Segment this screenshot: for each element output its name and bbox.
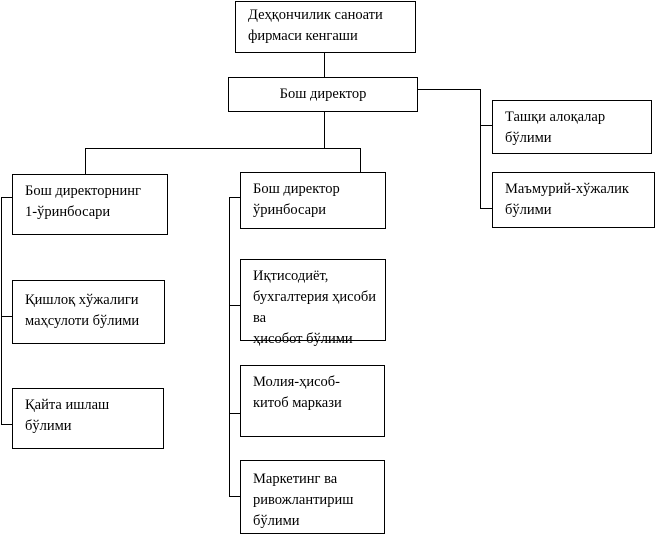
processing-box: Қайта ишлаш бўлими (12, 388, 164, 449)
box-line: Бош директор (279, 86, 367, 102)
box-line: Молия-ҳисоб- (253, 374, 340, 390)
box-line: бўлими (253, 513, 300, 529)
connector (229, 413, 240, 414)
first-deputy-box: Бош директорнинг 1-ўринбосари (12, 174, 168, 235)
finance-center-box: Молия-ҳисоб- китоб маркази (240, 365, 385, 437)
agri-products-box: Қишлоқ хўжалиги маҳсулоти бўлими (12, 280, 165, 344)
box-line: Бош директорнинг (25, 183, 141, 199)
box-line: маҳсулоти бўлими (25, 313, 140, 329)
box-line: Қишлоқ хўжалиги (25, 292, 139, 308)
box-line: Иқтисодиёт, (253, 268, 329, 284)
box-line: бўлими (25, 418, 72, 434)
connector (480, 125, 492, 126)
box-line: китоб маркази (253, 395, 342, 411)
connector (1, 424, 13, 425)
connector (324, 52, 325, 77)
connector (229, 197, 240, 198)
box-line: бухгалтерия ҳисоби ва (253, 289, 376, 326)
connector (360, 148, 361, 172)
box-line: Деҳқончилик саноати (248, 7, 383, 23)
box-line: Қайта ишлаш (25, 397, 110, 413)
box-line: ҳисобот бўлими (253, 331, 353, 347)
box-line: ўринбосари (253, 202, 327, 218)
director-box: Бош директор (228, 77, 418, 112)
connector (229, 305, 240, 306)
connector (85, 148, 361, 149)
box-line: бўлими (505, 130, 552, 146)
deputy-box: Бош директор ўринбосари (240, 172, 386, 229)
box-line: бўлими (505, 202, 552, 218)
box-line: Бош директор (253, 181, 340, 197)
box-line: Ташқи алоқалар (505, 109, 606, 125)
council-box: Деҳқончилик саноати фирмаси кенгаши (235, 1, 416, 53)
connector (229, 197, 230, 497)
box-line: фирмаси кенгаши (248, 28, 358, 44)
admin-box: Маъмурий-хўжалик бўлими (492, 172, 655, 228)
foreign-relations-box: Ташқи алоқалар бўлими (492, 100, 652, 154)
connector (229, 496, 240, 497)
connector (417, 89, 480, 90)
economics-box: Иқтисодиёт, бухгалтерия ҳисоби ва ҳисобо… (240, 259, 386, 347)
connector (480, 89, 481, 209)
marketing-box: Маркетинг ва ривожлантириш бўлими (240, 460, 385, 534)
box-line: Маъмурий-хўжалик (505, 181, 629, 197)
box-line: Маркетинг ва (253, 471, 338, 487)
connector (1, 197, 13, 198)
box-line: ривожлантириш (253, 492, 354, 508)
connector (1, 197, 2, 425)
connector (1, 316, 13, 317)
connector (85, 148, 86, 174)
box-line: 1-ўринбосари (25, 204, 111, 220)
connector (480, 208, 492, 209)
connector (324, 111, 325, 148)
